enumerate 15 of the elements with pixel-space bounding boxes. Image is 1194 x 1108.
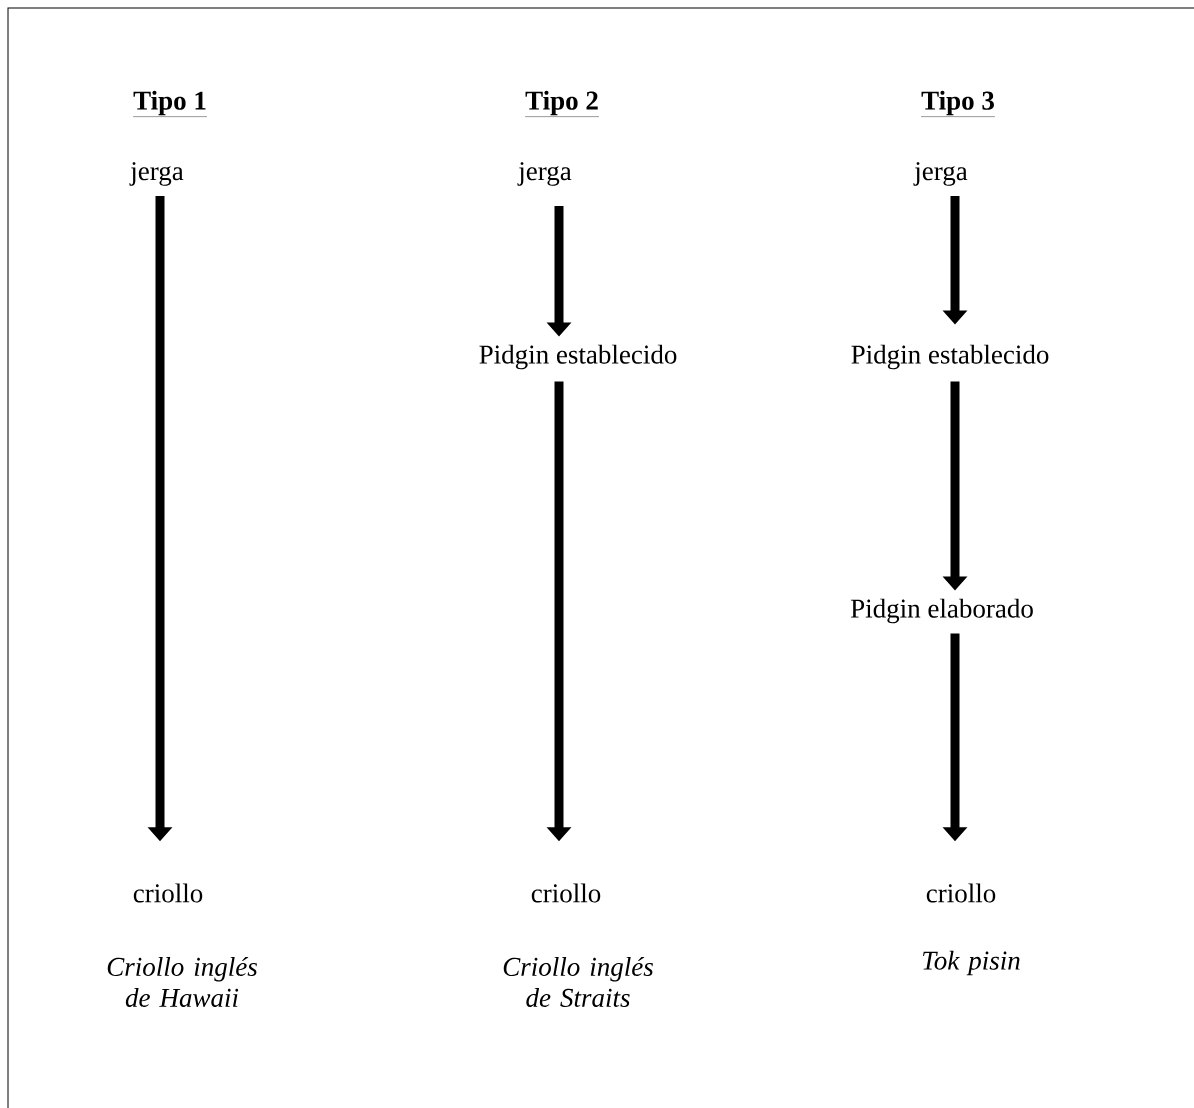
stage-label: criollo [133, 883, 203, 903]
example-label: Criollo inglés de Hawaii [107, 956, 257, 1007]
stage-label: jerga [517, 162, 572, 186]
stage-label: Pidgin establecido [479, 344, 677, 370]
stage-label: Pidgin establecido [851, 344, 1049, 370]
stage-label: Pidgin elaborado [850, 598, 1033, 624]
stage-label: criollo [531, 883, 601, 903]
type-heading: Tipo 3 [920, 90, 996, 117]
stage-label: jerga [129, 162, 184, 186]
type-heading: Tipo 1 [132, 90, 208, 117]
stage-label: criollo [926, 883, 996, 903]
example-label: Tok pisin [923, 950, 1020, 976]
type-heading: Tipo 2 [524, 90, 600, 117]
stage-label: jerga [913, 162, 968, 186]
example-label: Criollo inglés de Straits [503, 956, 653, 1007]
